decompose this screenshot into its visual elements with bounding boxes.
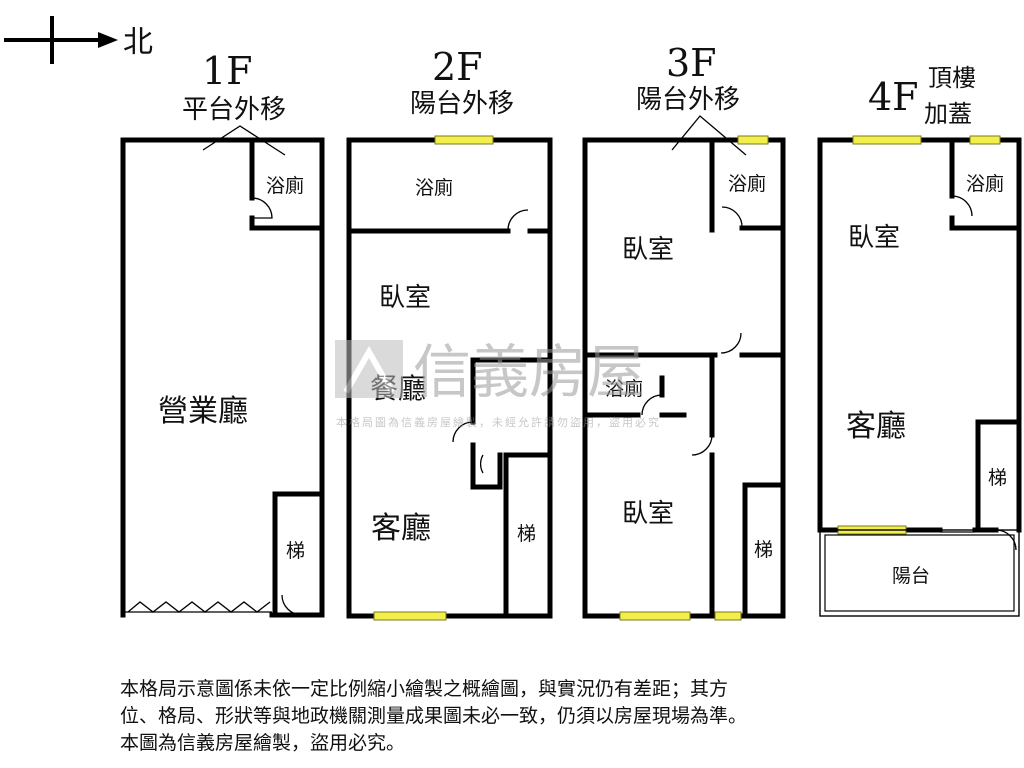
north-label: 北: [123, 25, 153, 60]
folding-door-icon: [127, 601, 271, 613]
door-swing-icon: [251, 197, 273, 219]
room-balcony: 陽台: [892, 565, 930, 587]
balcony-railing: [824, 534, 1015, 612]
door-swing-icon: [479, 454, 484, 474]
floor-4f-title: 4F: [868, 75, 919, 119]
floor-4f-subtitle-line2: 加蓋: [924, 100, 972, 128]
floor-4f: 4F 頂樓 加蓋 浴廁 梯 陽台 臥室 客廳: [817, 64, 1022, 617]
door-swing-icon: [995, 529, 1017, 551]
room-stairs: 梯: [286, 540, 305, 562]
wall: [272, 491, 325, 618]
door-swing-icon: [951, 195, 973, 217]
room-business-hall: 營業廳: [158, 394, 248, 429]
pointer-lines: [671, 115, 747, 156]
window: [373, 611, 447, 621]
window: [619, 611, 691, 621]
window: [852, 135, 922, 145]
wall: [503, 452, 553, 619]
room-bath: 浴廁: [266, 174, 304, 197]
floor-1f-title: 1F: [202, 49, 253, 93]
room-bath: 浴廁: [415, 176, 453, 199]
room-bath-top: 浴廁: [728, 172, 766, 195]
floor-1f: 1F 平台外移 浴廁 梯 營業廳: [120, 49, 325, 618]
room-bedroom-bottom: 臥室: [622, 499, 674, 529]
wall: [249, 215, 325, 231]
wall: [470, 357, 553, 425]
wall: [120, 137, 325, 618]
door-swing-icon: [720, 332, 742, 354]
room-bath: 浴廁: [966, 172, 1004, 195]
floor-3f-title: 3F: [666, 41, 717, 85]
wall: [975, 419, 1022, 533]
watermark-notice: 本格局圖為信義房屋繪製，未經允許請勿盜用，盜用必究: [336, 415, 661, 429]
window: [969, 135, 1001, 145]
disclaimer-line-2: 位、格局、形狀等與地政機關測量成果圖未必一致，仍須以房屋現場為準。: [120, 705, 748, 727]
floor-3f-subtitle: 陽台外移: [636, 85, 740, 115]
north-arrow-icon: [4, 16, 118, 64]
floor-1f-subtitle: 平台外移: [182, 95, 286, 125]
disclaimer-line-1: 本格局示意圖係未依一定比例縮小繪製之概繪圖，與實況仍有差距；其方: [120, 678, 729, 700]
floor-3f: 3F 陽台外移 浴廁 浴廁 梯 臥室 臥室: [582, 41, 786, 621]
disclaimer-line-3: 本圖為信義房屋繪製，盜用必究。: [120, 732, 406, 754]
room-stairs: 梯: [517, 523, 536, 545]
window: [434, 135, 494, 145]
room-bedroom-top: 臥室: [622, 235, 674, 265]
floor-2f-title: 2F: [432, 45, 483, 89]
floor-2f-subtitle: 陽台外移: [410, 89, 514, 119]
floor-2f: 2F 陽台外移 浴廁 臥室 餐廳 客廳 梯: [346, 45, 553, 621]
door-swing-icon: [452, 421, 474, 443]
room-bedroom: 臥室: [848, 223, 900, 253]
disclaimer: 本格局示意圖係未依一定比例縮小繪製之概繪圖，與實況仍有差距；其方 位、格局、形狀…: [120, 676, 940, 757]
wall: [470, 442, 503, 490]
window: [714, 611, 742, 621]
room-living: 客廳: [846, 409, 906, 444]
window: [737, 135, 769, 145]
balcony-outline: [819, 529, 1020, 617]
door-swing-icon: [691, 434, 713, 456]
watermark: 信義房屋 本格局圖為信義房屋繪製，未經允許請勿盜用，盜用必究: [335, 338, 661, 429]
floor-4f-subtitle-line1: 頂樓: [928, 64, 976, 92]
wall: [742, 482, 786, 619]
wall: [949, 215, 1022, 231]
door-swing-icon: [507, 209, 529, 231]
brand-logo-icon: [335, 340, 403, 398]
room-bedroom: 臥室: [379, 283, 431, 313]
room-stairs: 梯: [988, 467, 1007, 489]
room-living: 客廳: [371, 511, 431, 546]
door-swing-icon: [721, 206, 743, 229]
door-swing-icon: [641, 394, 663, 416]
room-stairs: 梯: [754, 539, 773, 561]
door-swing-icon: [281, 594, 303, 616]
room-bath-mid: 浴廁: [605, 377, 643, 400]
watermark-brand: 信義房屋: [413, 338, 645, 406]
